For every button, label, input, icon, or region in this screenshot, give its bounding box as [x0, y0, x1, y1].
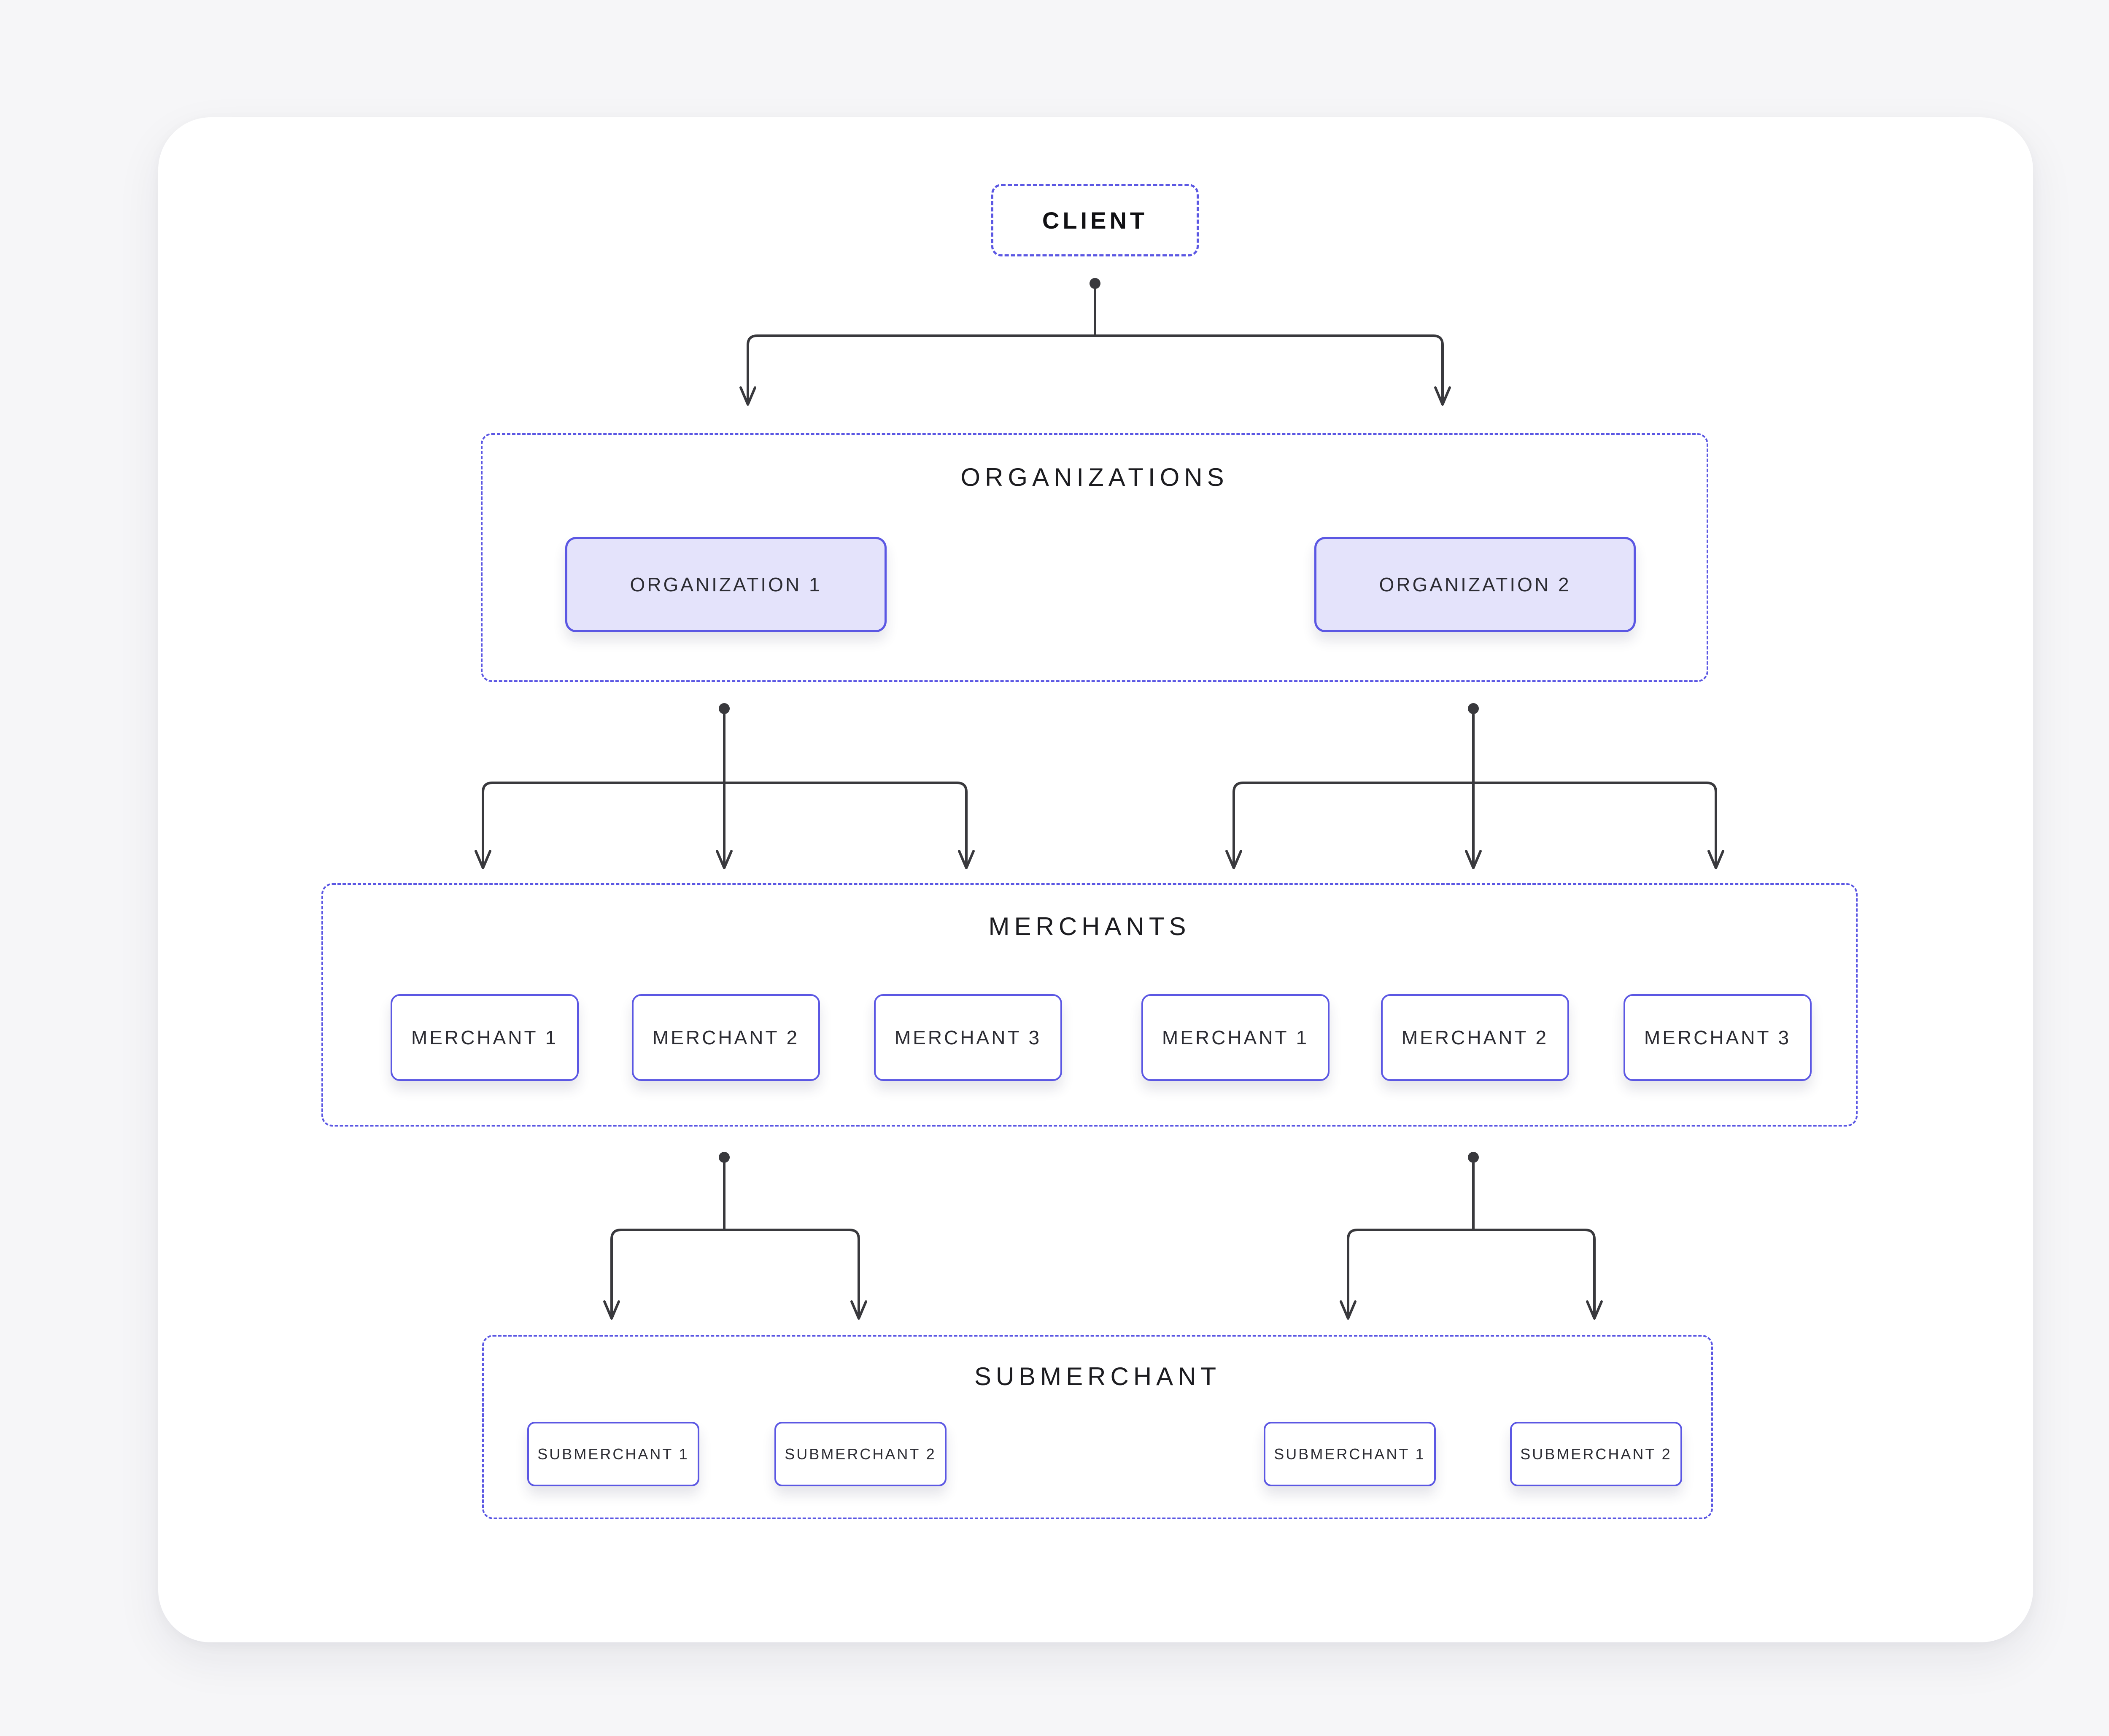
- left-submerchant-1-node: SUBMERCHANT 1: [527, 1422, 699, 1486]
- arrowhead-icon: [603, 1300, 620, 1320]
- merchant-label: MERCHANT 3: [1644, 1027, 1791, 1049]
- submerchant-label: SUBMERCHANT 2: [1520, 1445, 1672, 1463]
- merchant-label: MERCHANT 2: [1401, 1027, 1549, 1049]
- right-submerchant-1-node: SUBMERCHANT 1: [1264, 1422, 1436, 1486]
- arrowhead-icon: [739, 386, 756, 406]
- connector-branch: [482, 782, 968, 866]
- org2-merchant-1-node: MERCHANT 1: [1141, 994, 1330, 1081]
- org1-merchant-1-node: MERCHANT 1: [391, 994, 579, 1081]
- connector-branch: [1347, 1229, 1596, 1316]
- arrowhead-icon: [716, 850, 733, 869]
- client-label: CLIENT: [1042, 207, 1148, 234]
- client-node: CLIENT: [991, 184, 1199, 256]
- arrowhead-icon: [475, 850, 491, 869]
- organization-2-node: ORGANIZATION 2: [1314, 537, 1636, 632]
- submerchant-title: SUBMERCHANT: [974, 1362, 1221, 1391]
- junction-dot: [719, 1152, 730, 1163]
- connector-branch: [610, 1229, 860, 1316]
- merchants-title: MERCHANTS: [988, 912, 1191, 941]
- arrowhead-icon: [1586, 1300, 1603, 1320]
- arrowhead-icon: [958, 850, 975, 869]
- organization-1-label: ORGANIZATION 1: [630, 574, 822, 596]
- arrowhead-icon: [850, 1300, 867, 1320]
- submerchant-label: SUBMERCHANT 2: [785, 1445, 936, 1463]
- organizations-container: ORGANIZATIONS ORGANIZATION 1 ORGANIZATIO…: [481, 433, 1708, 682]
- connector-client-to-organizations: [739, 278, 1451, 406]
- merchant-label: MERCHANT 2: [652, 1027, 800, 1049]
- submerchant-container: SUBMERCHANT SUBMERCHANT 1 SUBMERCHANT 2 …: [482, 1335, 1713, 1519]
- arrowhead-icon: [1707, 850, 1724, 869]
- connector-branch: [1232, 782, 1717, 866]
- arrowhead-icon: [1340, 1300, 1357, 1320]
- organization-1-node: ORGANIZATION 1: [565, 537, 887, 632]
- submerchant-label: SUBMERCHANT 1: [537, 1445, 689, 1463]
- connector-branch: [747, 334, 1444, 403]
- connector-merchant2-left-to-submerchants: [603, 1152, 867, 1320]
- organizations-title: ORGANIZATIONS: [960, 463, 1229, 491]
- arrowhead-icon: [1434, 386, 1451, 406]
- merchant-label: MERCHANT 3: [894, 1027, 1042, 1049]
- merchant-label: MERCHANT 1: [1162, 1027, 1309, 1049]
- junction-dot: [1468, 703, 1479, 714]
- right-submerchant-2-node: SUBMERCHANT 2: [1510, 1422, 1682, 1486]
- merchant-label: MERCHANT 1: [411, 1027, 558, 1049]
- org1-merchant-3-node: MERCHANT 3: [874, 994, 1062, 1081]
- arrowhead-icon: [1465, 850, 1482, 869]
- diagram-card: [158, 117, 2033, 1642]
- junction-dot: [1468, 1152, 1479, 1163]
- org2-merchant-2-node: MERCHANT 2: [1381, 994, 1569, 1081]
- junction-dot: [719, 703, 730, 714]
- organization-2-label: ORGANIZATION 2: [1379, 574, 1571, 596]
- submerchant-label: SUBMERCHANT 1: [1274, 1445, 1426, 1463]
- org2-merchant-3-node: MERCHANT 3: [1624, 994, 1812, 1081]
- junction-dot: [1090, 278, 1100, 289]
- connector-organization2-to-merchants: [1225, 703, 1724, 869]
- arrowhead-icon: [1225, 850, 1242, 869]
- left-submerchant-2-node: SUBMERCHANT 2: [774, 1422, 947, 1486]
- connector-organization1-to-merchants: [475, 703, 975, 869]
- merchants-container: MERCHANTS MERCHANT 1 MERCHANT 2 MERCHANT…: [321, 883, 1858, 1127]
- org1-merchant-2-node: MERCHANT 2: [632, 994, 820, 1081]
- connector-merchant2-right-to-submerchants: [1340, 1152, 1603, 1320]
